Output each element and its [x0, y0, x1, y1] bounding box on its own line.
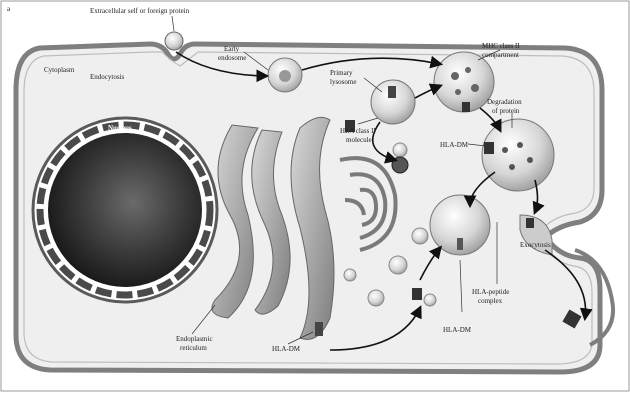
label-miic-1: MHC class II	[482, 42, 520, 50]
early-endosome	[268, 58, 302, 92]
label-nucleus: Nucleus	[108, 124, 132, 132]
transport-vesicle	[430, 195, 490, 255]
protein-particle	[165, 32, 183, 50]
label-hla-dmt: HLA-DM	[443, 326, 472, 334]
miic-compartment	[434, 52, 494, 112]
primary-lysosome	[371, 80, 415, 124]
label-endocytosis: Endocytosis	[90, 73, 124, 81]
label-hla-class-ii-1: HLA class II	[340, 127, 376, 135]
label-degradation-2: of protein	[492, 107, 520, 115]
label-primary-lysosome-2: lysosome	[330, 78, 356, 86]
nucleus	[33, 118, 217, 302]
hla-dm-complex	[315, 322, 323, 336]
label-extracellular-protein: Extracellular self or foreign protein	[90, 7, 190, 15]
label-degradation-1: Degradation	[487, 98, 522, 106]
label-early-endosome-2: endosome	[218, 54, 246, 62]
label-hla-dm-bottom: HLA-DM	[272, 345, 301, 353]
panel-letter: a	[7, 5, 11, 13]
label-hla-peptide-1: HLA-peptide	[472, 288, 509, 296]
label-hla-peptide-2: complex	[478, 297, 503, 305]
label-er-2: reticulum	[180, 344, 207, 352]
label-exocytosis: Exocytosis	[520, 241, 551, 249]
label-primary-lysosome-1: Primary	[330, 69, 353, 77]
label-er-1: Endoplasmic	[176, 335, 213, 343]
label-early-endosome-1: Early	[224, 45, 240, 53]
label-hla-class-ii-2: molecule	[346, 136, 372, 144]
hla-dm-complex-2	[412, 288, 422, 300]
label-cytoplasm: Cytoplasm	[44, 66, 75, 74]
label-hla-dm-upper: HLA-DM	[440, 141, 469, 149]
degradation-compartment	[482, 119, 554, 191]
label-miic-2: compartment	[482, 51, 519, 59]
